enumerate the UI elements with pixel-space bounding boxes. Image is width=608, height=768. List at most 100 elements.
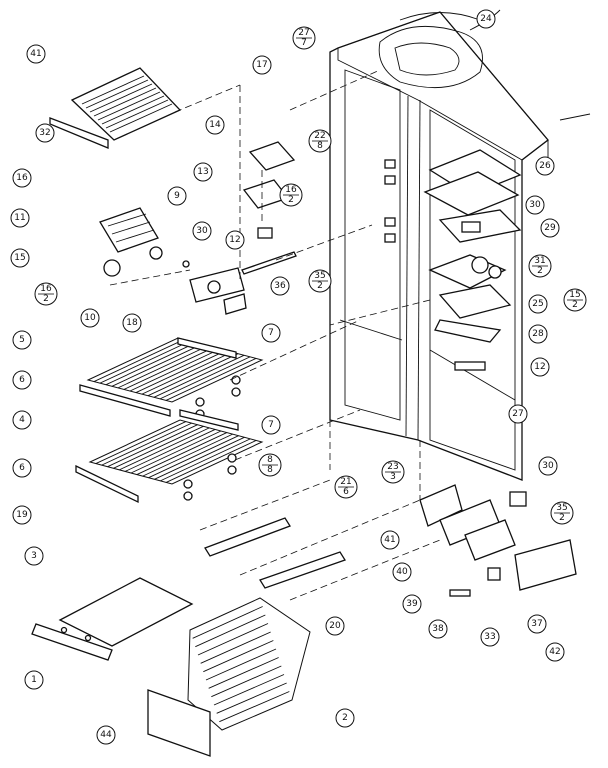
- svg-text:16: 16: [40, 284, 52, 294]
- svg-text:2: 2: [43, 294, 49, 304]
- svg-text:6: 6: [343, 487, 349, 497]
- callout-c3: 3: [24, 546, 44, 566]
- svg-text:8: 8: [267, 465, 273, 475]
- svg-text:18: 18: [126, 318, 138, 328]
- glass-shelf: [31, 577, 194, 661]
- fraction-f31_2: 312: [528, 254, 552, 278]
- callout-c16a: 16: [12, 168, 32, 188]
- callout-c4: 4: [12, 410, 32, 430]
- svg-text:6: 6: [19, 463, 25, 473]
- svg-text:3: 3: [31, 551, 37, 561]
- svg-text:5: 5: [19, 335, 25, 345]
- svg-text:7: 7: [301, 38, 307, 48]
- svg-text:2: 2: [559, 513, 565, 523]
- svg-text:41: 41: [384, 535, 395, 545]
- svg-text:29: 29: [544, 223, 556, 233]
- fraction-f21_6: 216: [334, 475, 358, 499]
- callout-c29: 29: [540, 218, 560, 238]
- svg-text:14: 14: [209, 120, 221, 130]
- svg-text:12: 12: [534, 362, 545, 372]
- svg-text:21: 21: [340, 477, 351, 487]
- callout-c44: 44: [96, 725, 116, 745]
- svg-text:22: 22: [314, 131, 325, 141]
- fraction-f23_3: 233: [381, 460, 405, 484]
- callout-c41b: 41: [380, 530, 400, 550]
- callout-c27: 27: [508, 404, 528, 424]
- svg-text:41: 41: [30, 49, 41, 59]
- callout-c37: 37: [527, 614, 547, 634]
- svg-text:30: 30: [529, 200, 541, 210]
- svg-text:11: 11: [14, 213, 25, 223]
- svg-text:33: 33: [484, 632, 495, 642]
- svg-text:17: 17: [256, 60, 267, 70]
- callout-c41a: 41: [26, 44, 46, 64]
- callout-c14: 14: [205, 115, 225, 135]
- callout-c30a: 30: [192, 221, 212, 241]
- svg-text:1: 1: [31, 675, 37, 685]
- svg-text:16: 16: [285, 185, 297, 195]
- callout-c32: 32: [35, 123, 55, 143]
- svg-text:8: 8: [267, 455, 273, 465]
- refrigerator-cabinet: [329, 9, 591, 481]
- fraction-f15_2: 152: [563, 288, 587, 312]
- callout-c1: 1: [24, 670, 44, 690]
- svg-text:30: 30: [196, 226, 208, 236]
- callout-c20: 20: [325, 616, 345, 636]
- svg-text:23: 23: [387, 462, 398, 472]
- svg-text:7: 7: [268, 420, 274, 430]
- svg-text:40: 40: [396, 567, 408, 577]
- callout-c10: 10: [80, 308, 100, 328]
- callout-c12a: 12: [225, 230, 245, 250]
- callout-c24: 24: [476, 9, 496, 29]
- svg-text:6: 6: [19, 375, 25, 385]
- light-assembly: [99, 207, 247, 315]
- lower-wire-shelf: [75, 409, 264, 504]
- callout-c42: 42: [545, 642, 565, 662]
- svg-text:35: 35: [556, 503, 567, 513]
- callout-c7a: 7: [261, 323, 281, 343]
- callout-c19: 19: [12, 505, 32, 525]
- crisper-cover: [49, 67, 182, 149]
- svg-text:13: 13: [197, 167, 208, 177]
- svg-text:32: 32: [39, 128, 50, 138]
- callout-c6a: 6: [12, 370, 32, 390]
- fraction-f27_7: 277: [292, 26, 316, 50]
- svg-text:37: 37: [531, 619, 542, 629]
- callout-c33: 33: [480, 627, 500, 647]
- assembly-guide-lines: [109, 69, 441, 601]
- callout-c9: 9: [167, 186, 187, 206]
- callout-c30b: 30: [525, 195, 545, 215]
- svg-text:36: 36: [274, 281, 286, 291]
- callout-c7b: 7: [261, 415, 281, 435]
- callout-c36: 36: [270, 276, 290, 296]
- svg-text:44: 44: [100, 730, 112, 740]
- control-components: [384, 149, 522, 371]
- callout-c18: 18: [122, 313, 142, 333]
- svg-text:8: 8: [317, 141, 323, 151]
- fraction-f8_8: 88: [258, 453, 282, 477]
- dispenser-parts: [419, 484, 577, 597]
- callout-c25: 25: [528, 294, 548, 314]
- svg-text:2: 2: [317, 281, 323, 291]
- svg-text:28: 28: [532, 329, 544, 339]
- svg-text:26: 26: [539, 161, 551, 171]
- callout-c17: 17: [252, 55, 272, 75]
- callout-c6b: 6: [12, 458, 32, 478]
- drawer-rails: [204, 517, 346, 589]
- fraction-f35_2b: 352: [550, 501, 574, 525]
- fraction-f35_2a: 352: [308, 269, 332, 293]
- callout-c5: 5: [12, 330, 32, 350]
- callout-c26: 26: [535, 156, 555, 176]
- svg-text:9: 9: [174, 191, 180, 201]
- svg-text:2: 2: [342, 713, 348, 723]
- svg-text:2: 2: [537, 266, 543, 276]
- svg-text:15: 15: [14, 253, 25, 263]
- callout-c2: 2: [335, 708, 355, 728]
- mounting-bracket: [241, 141, 297, 275]
- svg-text:10: 10: [84, 313, 96, 323]
- callout-c28: 28: [528, 324, 548, 344]
- callout-c38: 38: [428, 619, 448, 639]
- svg-text:2: 2: [572, 300, 578, 310]
